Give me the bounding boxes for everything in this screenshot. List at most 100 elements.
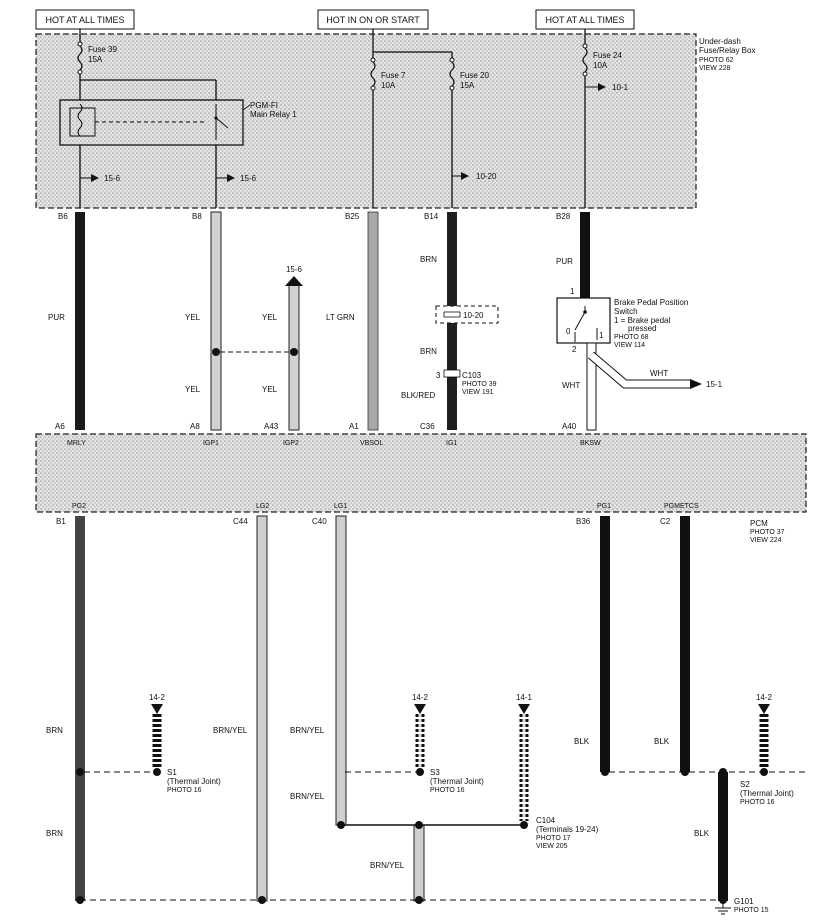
fuse-relay-box: Under-dash Fuse/Relay Box PHOTO 62 VIEW … [35, 33, 755, 209]
pin-ig1: IG1 [446, 440, 457, 447]
pin-c2: C2 [660, 517, 671, 526]
wire-color: YEL [262, 385, 278, 394]
fuse-name: Fuse 20 [460, 71, 489, 80]
pin-b14: B14 [424, 212, 439, 221]
pin-pg2: PG2 [72, 503, 86, 510]
wire-lt-grn-b25-a1: LT GRN [326, 211, 379, 431]
wire-color: BRN/YEL [290, 726, 325, 735]
ref-14-2: 14-2 [149, 693, 166, 702]
fuse-7-and-20: Fuse 7 10A Fuse 20 15A 10-20 [370, 29, 497, 208]
wire-color: WHT [650, 369, 668, 378]
pin-pgmetcs: PGMETCS [664, 503, 699, 510]
s1-name: S1 [167, 768, 177, 777]
ref-15-6-up: 15-6 [286, 265, 303, 274]
header-label: HOT AT ALL TIMES [45, 15, 124, 25]
wire-brn-b14-c36: BRN BRN BLK/RED 10-20 3 C103 PHOTO 39 VI… [401, 212, 499, 430]
wire-color: BLK [654, 737, 670, 746]
fuse-name: Fuse 24 [593, 51, 622, 60]
switch-photo: PHOTO 68 [614, 334, 649, 341]
pin-lg2: LG2 [256, 503, 269, 510]
connector-c104: 14-1 C104 (Terminals 19-24) PHOTO 17 VIE… [516, 693, 599, 850]
fuse-amp: 15A [88, 55, 103, 64]
g101-photo: PHOTO 15 [734, 907, 769, 914]
pin-a8: A8 [190, 422, 200, 431]
ref-10-1: 10-1 [612, 83, 629, 92]
fuse-name: Fuse 7 [381, 71, 406, 80]
brake-pedal-position-switch: 0 1 Brake Pedal Position Switch 1 = Brak… [556, 297, 688, 354]
relay-outputs: 15-6 15-6 [79, 145, 257, 208]
ref-14-2: 14-2 [756, 693, 773, 702]
wire-color: YEL [262, 313, 278, 322]
wire-color: BRN/YEL [290, 792, 325, 801]
pin-a1: A1 [349, 422, 359, 431]
pin-a40: A40 [562, 422, 577, 431]
wire-color: PUR [48, 313, 65, 322]
switch-note: 1 = Brake pedal [614, 316, 670, 325]
pin-c40: C40 [312, 517, 327, 526]
switch-contact: 1 [599, 331, 604, 340]
thermal-joint-s2: 14-2 S2 (Thermal Joint) PHOTO 16 [609, 693, 806, 806]
header-label: HOT IN ON OR START [326, 15, 420, 25]
s2-name: S2 [740, 780, 750, 789]
wire-color: BRN [420, 255, 437, 264]
pin-b28: B28 [556, 212, 571, 221]
pcm-name: PCM [750, 519, 768, 528]
wire-wht-a40: 15-1 WHT WHT [562, 342, 723, 431]
header-hot-all-left: HOT AT ALL TIMES [35, 9, 135, 30]
switch-note: pressed [628, 324, 656, 333]
switch-contact: 0 [566, 327, 571, 336]
wire-color: BRN/YEL [370, 861, 405, 870]
s2-desc: (Thermal Joint) [740, 789, 794, 798]
ground-g101: G101 PHOTO 15 [76, 896, 769, 915]
s2-photo: PHOTO 16 [740, 799, 775, 806]
c104-name: C104 [536, 816, 556, 825]
wire-color: BRN [46, 726, 63, 735]
fusebox-title: Under-dash [699, 37, 741, 46]
wire-blk-c2: BLK [654, 516, 690, 776]
wire-color: BRN [46, 829, 63, 838]
wire-brn-yel-c40: BRN/YEL BRN/YEL [290, 515, 347, 829]
pin-a6: A6 [55, 422, 65, 431]
wire-pur-b28: PUR 1 [556, 212, 590, 298]
wire-brn-yel-c44: BRN/YEL [213, 515, 268, 902]
pcm-box: PCM PHOTO 37 VIEW 224 [35, 433, 807, 544]
c103-view: VIEW 191 [462, 389, 494, 396]
fuse-amp: 10A [593, 61, 608, 70]
pin-c36: C36 [420, 422, 435, 431]
wire-color: BRN [420, 347, 437, 356]
wire-yel-b8-a8: YEL YEL [185, 211, 290, 431]
pin-b1: B1 [56, 517, 66, 526]
c104-view: VIEW 205 [536, 843, 568, 850]
s3-photo: PHOTO 16 [430, 787, 465, 794]
switch-view: VIEW 114 [614, 342, 645, 349]
wire-color: BRN/YEL [213, 726, 248, 735]
wire-color: BLK [694, 829, 710, 838]
header-hot-all-right: HOT AT ALL TIMES [535, 9, 635, 30]
wire-color: YEL [185, 313, 201, 322]
pin-lg1: LG1 [334, 503, 347, 510]
fusebox-photo: PHOTO 62 [699, 57, 734, 64]
fusebox-title: Fuse/Relay Box [699, 46, 755, 55]
pin-igp2: IGP2 [283, 440, 299, 447]
wire-color: PUR [556, 257, 573, 266]
switch-pin: 2 [572, 345, 577, 354]
g101-name: G101 [734, 897, 754, 906]
pin-igp1: IGP1 [203, 440, 219, 447]
fuse-amp: 15A [460, 81, 475, 90]
pin-b25: B25 [345, 212, 360, 221]
wire-color: WHT [562, 381, 580, 390]
s1-photo: PHOTO 16 [167, 787, 202, 794]
ref-14-2: 14-2 [412, 693, 429, 702]
wire-color: BLK [574, 737, 590, 746]
pin-vbsol: VBSOL [360, 440, 383, 447]
s3-desc: (Thermal Joint) [430, 777, 484, 786]
pin-b36: B36 [576, 517, 591, 526]
thermal-joint-s1: 14-2 S1 (Thermal Joint) PHOTO 16 [84, 693, 221, 794]
fuse-name: Fuse 39 [88, 45, 117, 54]
s1-desc: (Thermal Joint) [167, 777, 221, 786]
pin-b6: B6 [58, 212, 68, 221]
ref-15-6: 15-6 [104, 174, 121, 183]
pin-b8: B8 [192, 212, 202, 221]
fusebox-view: VIEW 228 [699, 65, 731, 72]
